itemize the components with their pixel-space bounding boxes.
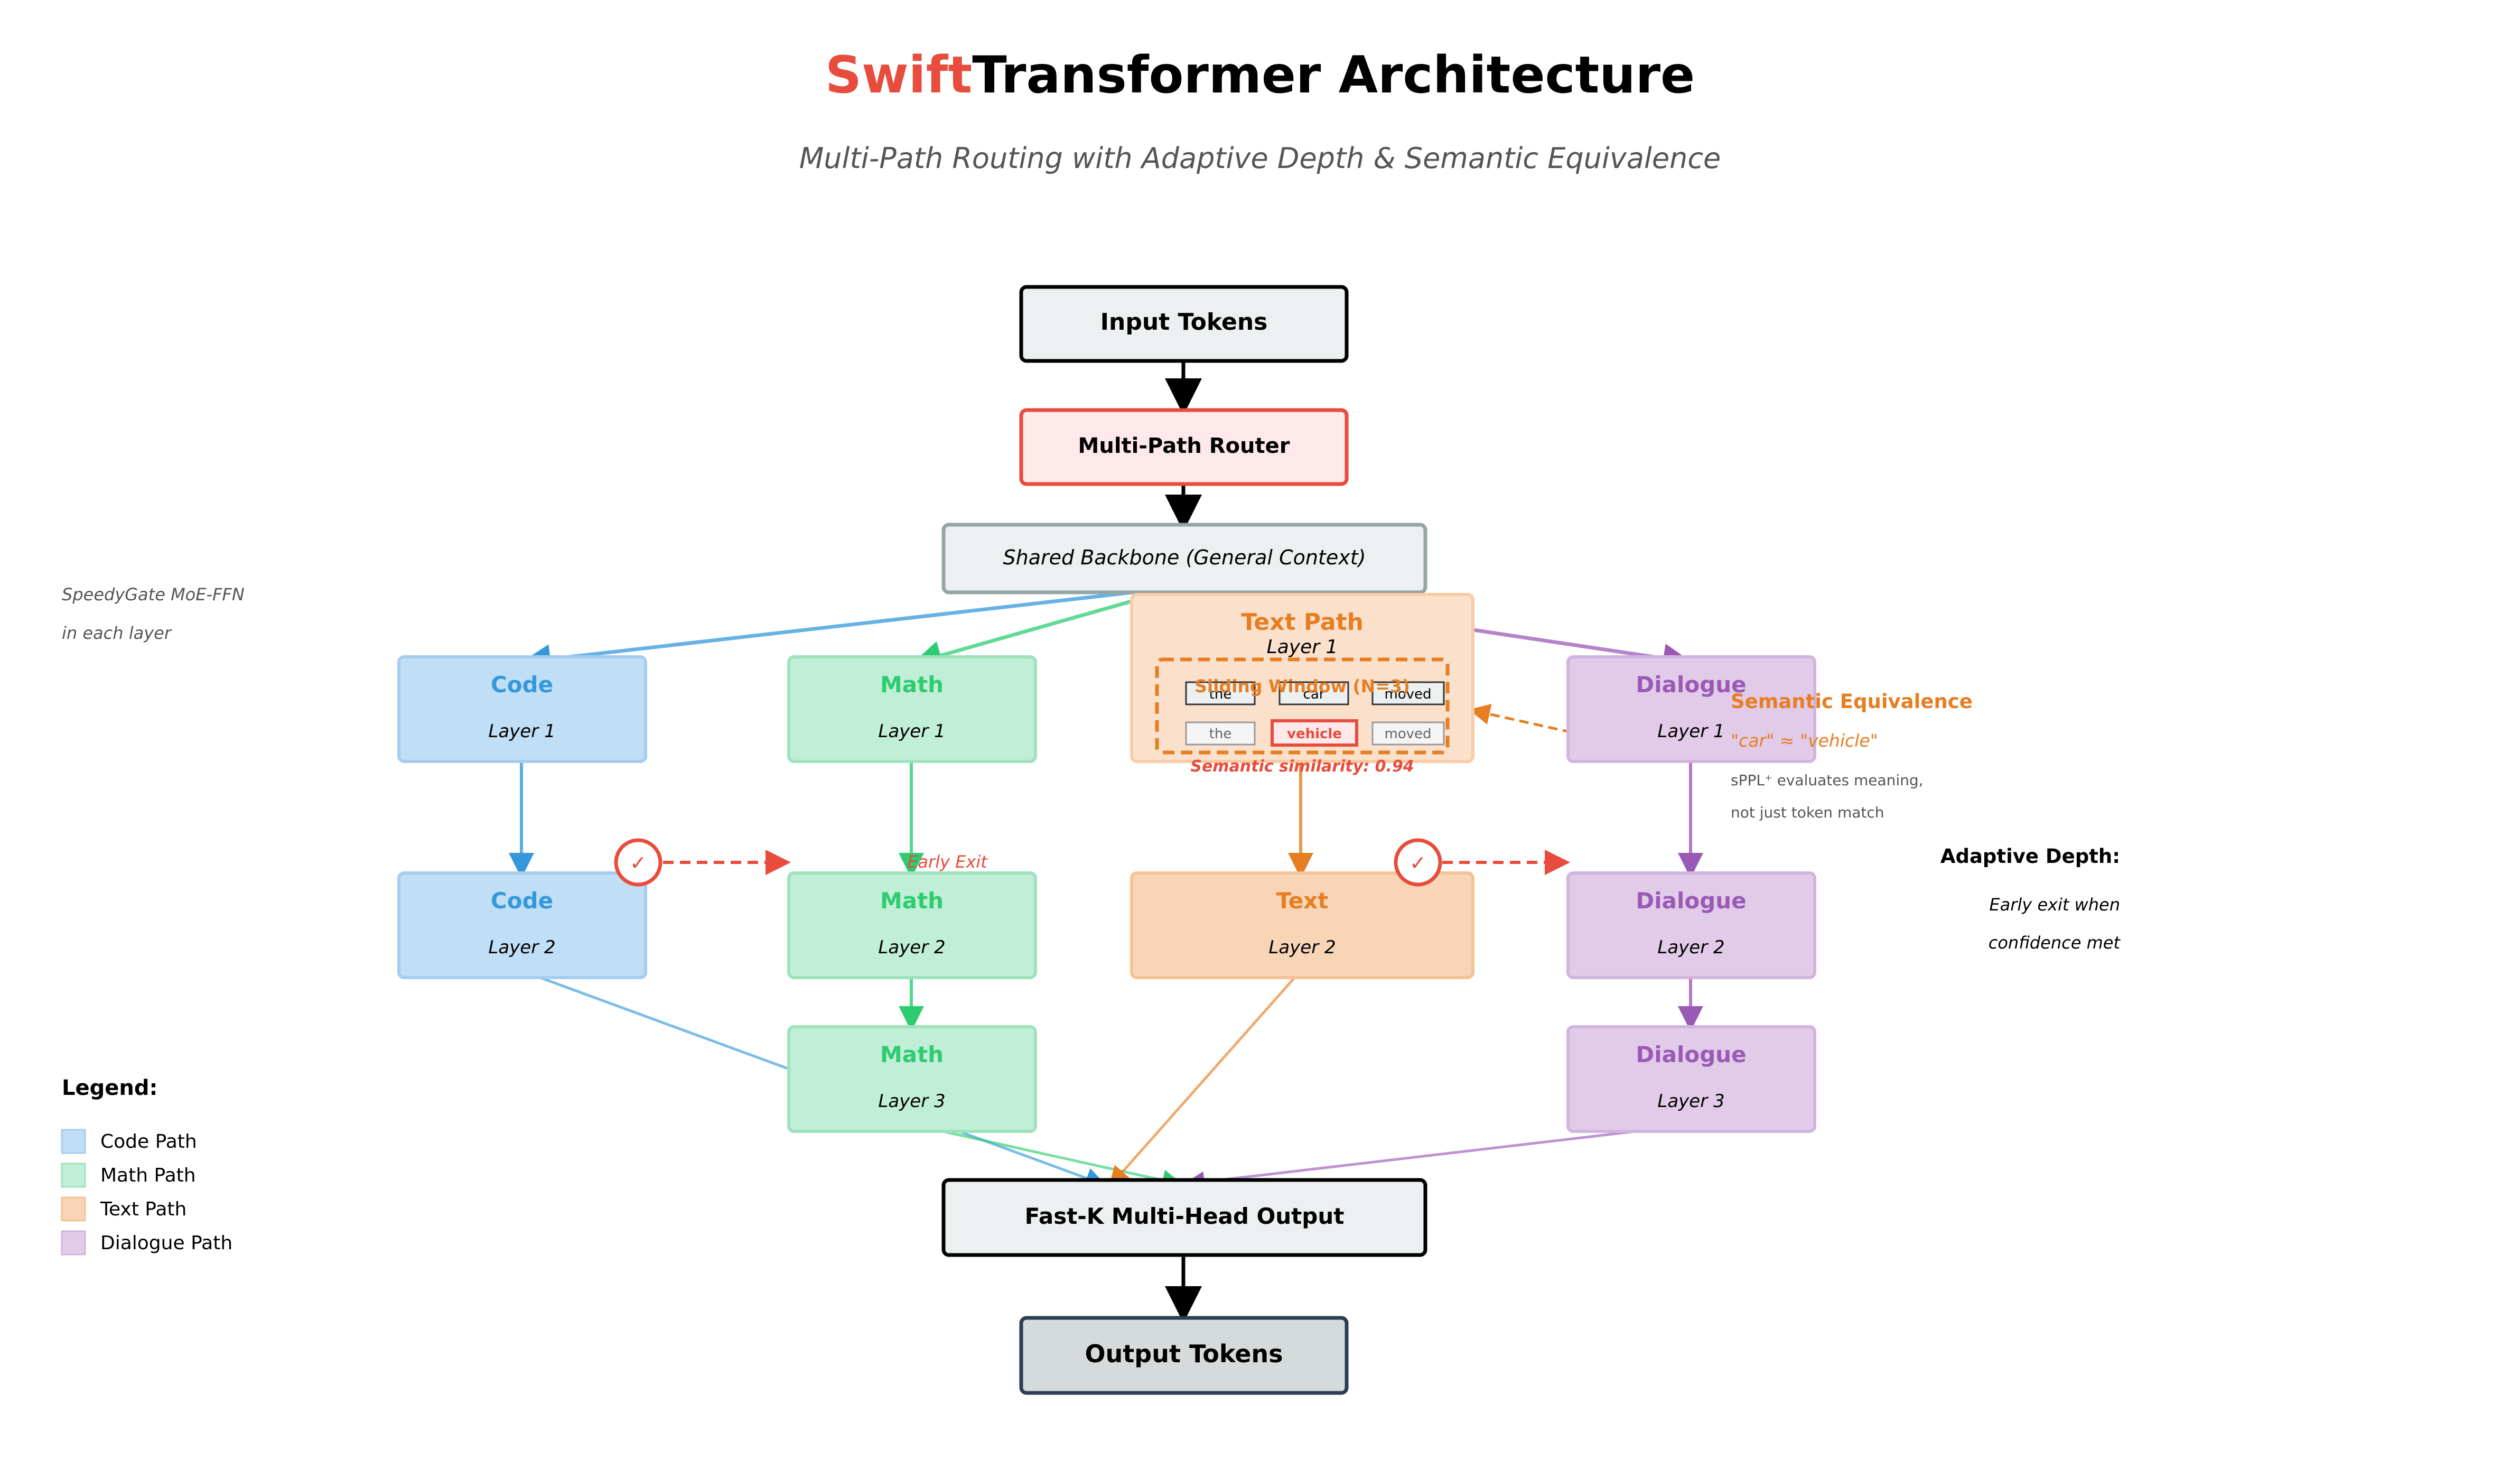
- semantic-equivalence-line-1: sPPL⁺ evaluates meaning,: [1731, 771, 1924, 789]
- router-label: Multi-Path Router: [1078, 434, 1290, 458]
- token: moved: [1384, 686, 1431, 702]
- input-tokens-node: Input Tokens: [1019, 285, 1349, 363]
- math-layer-label: Layer 1: [878, 721, 945, 742]
- fastk-node: Fast-K Multi-Head Output: [941, 1178, 1427, 1257]
- math-layer-3: Math Layer 3: [787, 1025, 1037, 1133]
- sliding-window: the car moved Sliding Window (N=3) the v…: [1155, 657, 1450, 776]
- dialogue-name: Dialogue: [1636, 1042, 1746, 1067]
- diagram-subtitle: Multi-Path Routing with Adaptive Depth &…: [799, 142, 1721, 175]
- check-icon: ✓: [630, 851, 647, 875]
- legend-item-text: Text Path: [100, 1198, 186, 1220]
- arrow-text-output: [1108, 974, 1298, 1188]
- token: the: [1209, 726, 1232, 742]
- arrow-math-output: [916, 1124, 1183, 1191]
- token-box: [1185, 721, 1256, 746]
- math-name: Math: [880, 672, 944, 698]
- math-layer-label: Layer 3: [878, 1091, 945, 1112]
- token-box: [1371, 721, 1445, 746]
- backbone-node: Shared Backbone (General Context): [941, 523, 1427, 594]
- semantic-equivalence-title: Semantic Equivalence: [1731, 690, 1973, 713]
- dialogue-name: Dialogue: [1636, 888, 1746, 914]
- arrow-backbone-code: [521, 584, 1184, 674]
- router-node: Multi-Path Router: [1019, 408, 1349, 486]
- arrow-dialogue-output: [1183, 1124, 1686, 1193]
- dialogue-layer-2: Dialogue Layer 2: [1566, 871, 1816, 979]
- code-name: Code: [491, 888, 553, 914]
- legend-swatch-math: [61, 1163, 86, 1188]
- dialogue-name: Dialogue: [1636, 672, 1746, 698]
- text-layer-label: Layer 1: [1267, 636, 1338, 658]
- math-layer-1: Math Layer 1: [787, 655, 1037, 763]
- output-tokens-node: Output Tokens: [1019, 1316, 1349, 1395]
- dialogue-layer-3: Dialogue Layer 3: [1566, 1025, 1816, 1133]
- code-layer-1: Code Layer 1: [397, 655, 647, 763]
- math-name: Math: [880, 1042, 944, 1067]
- speedygate-line-2: in each layer: [62, 623, 172, 643]
- early-exit-label: Early Exit: [907, 852, 988, 872]
- sliding-window-label: Sliding Window (N=3): [1194, 676, 1410, 696]
- code-layer-label: Layer 1: [488, 721, 555, 742]
- input-tokens-label: Input Tokens: [1100, 309, 1268, 336]
- legend-item-dialogue: Dialogue Path: [100, 1232, 232, 1254]
- token: moved: [1384, 726, 1431, 742]
- legend: Legend: Code Path Math Path Text Path Di…: [61, 1076, 232, 1256]
- diagram-title: SwiftTransformer Architecture: [825, 45, 1695, 105]
- early-exit-marker-1: ✓: [614, 838, 662, 887]
- early-exit-marker-2: ✓: [1394, 838, 1442, 887]
- dialogue-layer-label: Layer 2: [1657, 937, 1724, 958]
- math-name: Math: [880, 888, 944, 914]
- check-icon: ✓: [1410, 851, 1426, 875]
- token-box: [1278, 681, 1349, 705]
- math-layer-label: Layer 2: [878, 937, 945, 958]
- token-box-highlight: [1271, 719, 1358, 747]
- fastk-label: Fast-K Multi-Head Output: [1025, 1203, 1345, 1229]
- adaptive-depth-line-1: Early exit when: [1989, 895, 2120, 915]
- text-path-name: Text Path: [1241, 609, 1364, 636]
- math-layer-2: Math Layer 2: [787, 871, 1037, 979]
- adaptive-depth-title: Adaptive Depth:: [1940, 845, 2120, 868]
- text-layer-label: Layer 2: [1268, 937, 1336, 958]
- legend-item-math: Math Path: [100, 1165, 196, 1186]
- connectors: [509, 358, 1703, 1323]
- dialogue-layer-1: Dialogue Layer 1: [1566, 655, 1816, 763]
- semantic-equivalence-example: "car" ≈ "vehicle": [1731, 730, 1878, 751]
- title-rest: Transformer Architecture: [972, 45, 1695, 105]
- output-tokens-label: Output Tokens: [1085, 1340, 1283, 1368]
- legend-item-code: Code Path: [100, 1131, 197, 1152]
- semantic-equivalence-line-2: not just token match: [1731, 804, 1884, 821]
- code-layer-label: Layer 2: [488, 937, 555, 958]
- text-layer-2: Text Layer 2: [1130, 871, 1474, 979]
- dialogue-layer-label: Layer 1: [1657, 721, 1724, 742]
- token: the: [1209, 686, 1232, 702]
- title-swift: Swift: [825, 45, 972, 105]
- legend-title: Legend:: [62, 1076, 157, 1100]
- dialogue-layer-label: Layer 3: [1657, 1091, 1724, 1112]
- token: car: [1303, 686, 1325, 702]
- adaptive-depth-line-2: confidence met: [1989, 933, 2121, 953]
- token-box: [1371, 681, 1445, 705]
- code-name: Code: [491, 672, 553, 698]
- legend-swatch-dialogue: [61, 1230, 86, 1256]
- semantic-similarity: Semantic similarity: 0.94: [1190, 757, 1414, 776]
- text-name: Text: [1276, 888, 1329, 914]
- token-box: [1185, 681, 1256, 705]
- legend-swatch-code: [61, 1129, 86, 1154]
- speedygate-line-1: SpeedyGate MoE-FFN: [62, 584, 245, 605]
- backbone-label: Shared Backbone (General Context): [1003, 546, 1366, 569]
- text-layer-1: Text Path Layer 1: [1130, 593, 1474, 763]
- legend-swatch-text: [61, 1196, 86, 1222]
- code-layer-2: Code Layer 2: [397, 871, 647, 979]
- token-highlight: vehicle: [1287, 726, 1342, 742]
